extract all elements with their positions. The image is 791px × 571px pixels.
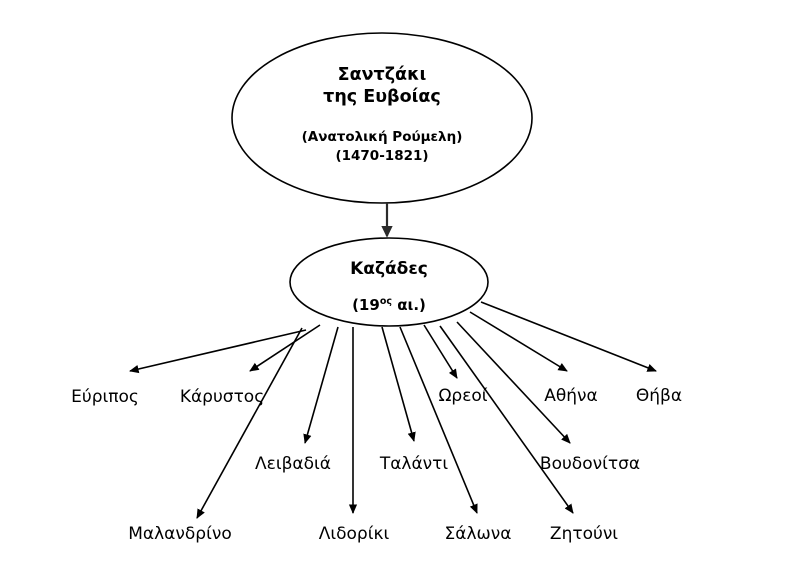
branch-arrow-7 [423,324,458,379]
branch-arrow-0 [129,329,307,374]
leaf-label: Ζητούνι [550,524,618,544]
century-prefix: (19 [352,296,380,314]
branch-arrow-6 [399,326,478,514]
branch-arrow-8 [439,325,574,514]
century-suffix: αι.) [392,296,426,314]
leaf-label: Ωρεοί [438,386,487,406]
branch-arrow-9 [456,321,571,444]
root-title-line1: Σαντζάκι [338,65,427,85]
root-title-line2: της Ευβοίας [323,87,441,107]
leaf-label: Εύριπος [71,387,139,407]
leaf-label: Θήβα [636,386,682,406]
branch-arrow-5 [381,326,416,442]
branch-arrow-2 [196,327,303,519]
middle-node-title: Καζάδες [350,259,428,279]
leaf-label: Βουδονίτσα [540,454,640,474]
branch-arrow-1 [249,324,321,372]
branch-arrow-10 [469,311,568,372]
middle-node-ellipse [289,237,489,327]
leaf-label: Σάλωνα [445,524,512,544]
branch-arrow-11 [480,301,657,372]
middle-node-century: (19ος αι.) [352,296,426,314]
leaf-label: Λιδορίκι [319,524,390,544]
leaf-label: Ταλάντι [379,454,449,474]
root-subtitle-years: (1470-1821) [335,148,428,164]
leaf-label: Αθήνα [544,386,598,406]
leaf-connector-group [129,301,657,519]
leaf-label: Μαλανδρίνο [128,524,231,544]
root-subtitle-region: (Ανατολική Ρούμελη) [302,129,463,145]
leaf-label: Λειβαδιά [255,454,331,474]
branch-arrow-3 [303,326,339,444]
century-superscript: ος [380,296,392,307]
leaf-label: Κάρυστος [180,387,264,407]
root-node-ellipse [231,32,533,204]
